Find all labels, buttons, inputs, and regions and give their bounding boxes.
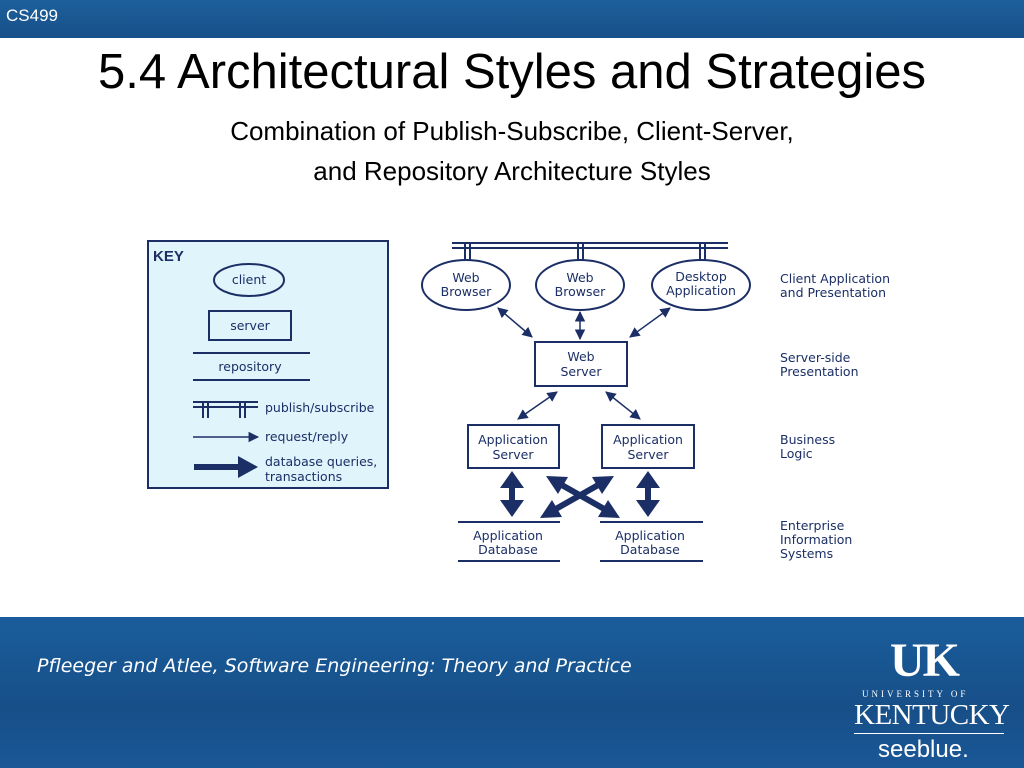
slide-title: 5.4 Architectural Styles and Strategies (98, 45, 926, 99)
subtitle-line-1: Combination of Publish-Subscribe, Client… (230, 116, 794, 146)
web-server-node (534, 341, 628, 387)
footer-citation: Pfleeger and Atlee, Software Engineering… (37, 655, 632, 677)
arrow-browser1-webserver (497, 307, 533, 338)
web-browser-1-label-line-2: Browser (441, 284, 493, 299)
desktop-application-label-line-2: Application (666, 283, 736, 298)
course-label: CS499 (6, 6, 58, 25)
tier-client-label-line-1: Client Application (780, 271, 890, 286)
application-database-2-label-line-1: Application (615, 528, 685, 543)
desktop-application-label-line-1: Desktop (675, 269, 727, 284)
tier-business-label-line-1: Business (780, 432, 835, 447)
footer-bar: Pfleeger and Atlee, Software Engineering… (0, 617, 1024, 768)
tier-enterprise-label-line-1: Enterprise (780, 518, 845, 533)
key-database-arrow (194, 456, 258, 478)
web-browser-1-node (421, 259, 511, 311)
logo-uk-text: UK (890, 634, 960, 687)
architecture-diagram: KEY client server repository publish/sub… (147, 240, 890, 562)
application-database-2-node (600, 521, 703, 562)
university-logo: UK UNIVERSITY OF KENTUCKY seeblue. (850, 633, 1020, 763)
db-arrow-cross-appserver2-db1 (540, 476, 614, 518)
key-heading: KEY (153, 248, 184, 265)
key-request-reply-label: request/reply (265, 429, 349, 444)
logo-university-text: UNIVERSITY OF (862, 689, 969, 699)
application-server-1-label-line-2: Server (493, 447, 535, 462)
tier-enterprise-label-line-2: Information (780, 532, 852, 547)
arrow-desktop-webserver (629, 307, 671, 338)
application-server-2-node (601, 424, 695, 469)
key-client-label: client (232, 272, 266, 287)
logo-kentucky-text: KENTUCKY (854, 699, 1010, 731)
application-server-1-label-line-1: Application (478, 432, 548, 447)
application-server-2-label-line-2: Server (628, 447, 670, 462)
subtitle-line-2: and Repository Architecture Styles (313, 156, 711, 186)
arrow-webserver-appserver2 (605, 391, 641, 420)
application-server-1-node (467, 424, 560, 469)
key-repository-label: repository (218, 359, 282, 374)
header-bar: CS499 (0, 0, 1024, 38)
key-database-label-line-1: database queries, (265, 454, 377, 469)
db-arrow-appserver2-db2 (636, 471, 660, 517)
tier-client-label-line-2: and Presentation (780, 285, 886, 300)
logo-seeblue-text: seeblue. (878, 736, 969, 763)
key-client-symbol (213, 263, 285, 297)
application-database-1-label-line-1: Application (473, 528, 543, 543)
web-server-label-line-2: Server (561, 364, 603, 379)
tier-business-label-line-2: Logic (780, 446, 813, 461)
application-database-1-label-line-2: Database (478, 542, 538, 557)
web-browser-2-label-line-2: Browser (555, 284, 607, 299)
db-arrow-appserver1-db1 (500, 471, 524, 517)
key-publish-subscribe-label: publish/subscribe (265, 400, 375, 415)
application-database-1-node (458, 521, 560, 562)
key-legend: KEY client server repository publish/sub… (147, 240, 389, 489)
web-browser-2-node (535, 259, 625, 311)
logo-divider (854, 733, 1004, 734)
tier-server-side-label-line-2: Presentation (780, 364, 859, 379)
web-browser-2-label-line-1: Web (566, 270, 593, 285)
key-database-label-line-2: transactions (265, 469, 342, 484)
key-publish-subscribe-symbol (193, 401, 258, 418)
application-database-2-label-line-2: Database (620, 542, 680, 557)
tier-enterprise-label-line-3: Systems (780, 546, 833, 561)
web-browser-1-label-line-1: Web (452, 270, 479, 285)
arrow-webserver-appserver1 (517, 391, 558, 420)
application-server-2-label-line-1: Application (613, 432, 683, 447)
web-server-label-line-1: Web (567, 349, 594, 364)
desktop-application-node (651, 259, 751, 311)
tier-server-side-label-line-1: Server-side (780, 350, 851, 365)
key-server-label: server (230, 318, 270, 333)
key-server-symbol (208, 310, 292, 341)
publish-subscribe-bus (452, 242, 728, 260)
